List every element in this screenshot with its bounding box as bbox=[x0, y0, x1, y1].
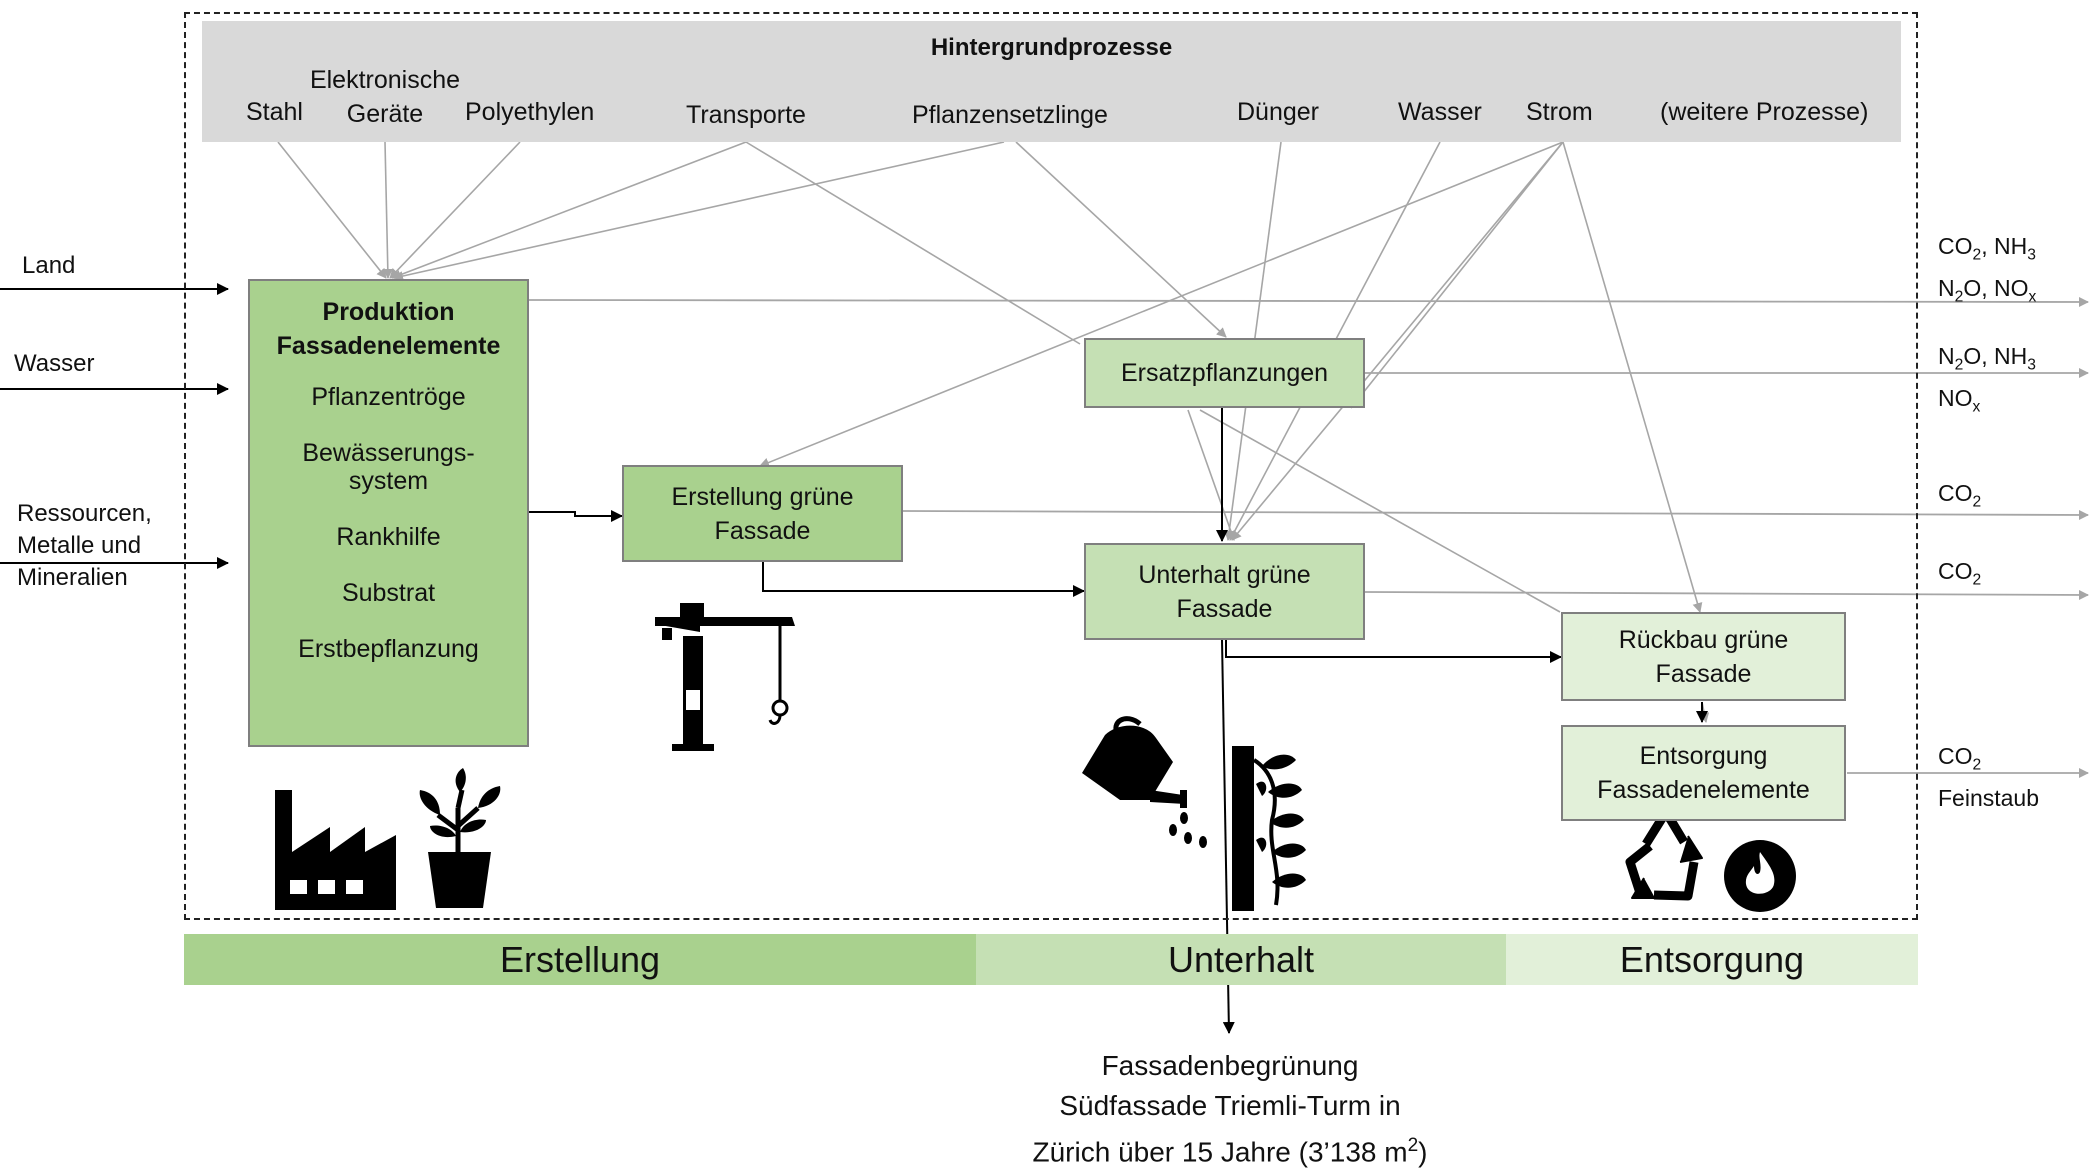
bg-item-transporte: Transporte bbox=[686, 101, 806, 129]
potted-plant-icon bbox=[419, 768, 501, 908]
background-processes-band bbox=[202, 21, 1901, 142]
input-land: Land bbox=[22, 252, 76, 279]
background-processes-title: Hintergrundprozesse bbox=[930, 34, 1173, 61]
disposal-process-box: Entsorgung Fassadenelemente bbox=[1561, 725, 1846, 821]
production-item-rankhilfe: Rankhilfe bbox=[336, 523, 441, 551]
input-arrows bbox=[0, 283, 229, 569]
emissions-maintenance: CO2 bbox=[1938, 558, 1982, 589]
bg-item-duenger: Dünger bbox=[1237, 98, 1319, 126]
bg-item-weitere-prozesse: (weitere Prozesse) bbox=[1660, 98, 1869, 126]
system-boundary bbox=[184, 12, 1918, 920]
emissions-production: CO2, NH3 N2O, NOx bbox=[1938, 233, 2037, 306]
bg-item-polyethylen: Polyethylen bbox=[465, 98, 595, 126]
production-process-box: Produktion Fassadenelemente Pflanzentrög… bbox=[248, 279, 529, 747]
background-arrows bbox=[277, 141, 1710, 723]
emissions-disposal: CO2 Feinstaub bbox=[1938, 743, 2040, 811]
phase-unterhalt: Unterhalt bbox=[976, 934, 1506, 985]
green-wall-icon bbox=[1232, 746, 1306, 911]
construction-process-box: Erstellung grüne Fassade bbox=[622, 465, 903, 562]
production-item-bewaesserung: Bewässerungs- bbox=[302, 439, 475, 467]
input-resources: Ressourcen, Metalle und Mineralien bbox=[17, 500, 152, 591]
maintenance-process-box: Unterhalt grüne Fassade bbox=[1084, 543, 1365, 640]
deconstruction-process-box: Rückbau grüne Fassade bbox=[1561, 612, 1846, 701]
emission-arrows bbox=[528, 296, 2089, 778]
production-title: Produktion bbox=[322, 298, 455, 326]
watering-can-icon bbox=[1082, 716, 1207, 848]
fire-icon bbox=[1724, 840, 1796, 912]
factory-icon bbox=[275, 790, 396, 910]
bg-item-pflanzensetzlinge: Pflanzensetzlinge bbox=[912, 101, 1108, 129]
bg-item-wasser: Wasser bbox=[1398, 98, 1482, 126]
production-item-pflanzentroege: Pflanzentröge bbox=[311, 383, 466, 411]
production-item-substrat: Substrat bbox=[341, 579, 436, 607]
production-item-erstbepflanzung: Erstbepflanzung bbox=[298, 635, 479, 663]
replacement-plantings-box: Ersatzpflanzungen bbox=[1084, 338, 1365, 408]
phase-entsorgung: Entsorgung bbox=[1506, 934, 1918, 985]
bg-item-elektronische-geraete: Elektronische Geräte bbox=[309, 66, 461, 128]
crane-icon bbox=[655, 603, 795, 751]
bg-item-strom: Strom bbox=[1526, 98, 1593, 126]
input-water: Wasser bbox=[14, 350, 95, 377]
emissions-construction: CO2 bbox=[1938, 480, 1982, 511]
production-item-bewaesserung-line2: system bbox=[348, 467, 429, 495]
phase-erstellung: Erstellung bbox=[184, 934, 976, 985]
production-title-line2: Fassadenelemente bbox=[276, 332, 501, 360]
bg-item-stahl: Stahl bbox=[246, 98, 303, 126]
functional-unit-label: Fassadenbegrünung Südfassade Triemli-Tur… bbox=[1032, 1050, 1428, 1168]
emissions-replacement: N2O, NH3 NOx bbox=[1938, 343, 2036, 416]
